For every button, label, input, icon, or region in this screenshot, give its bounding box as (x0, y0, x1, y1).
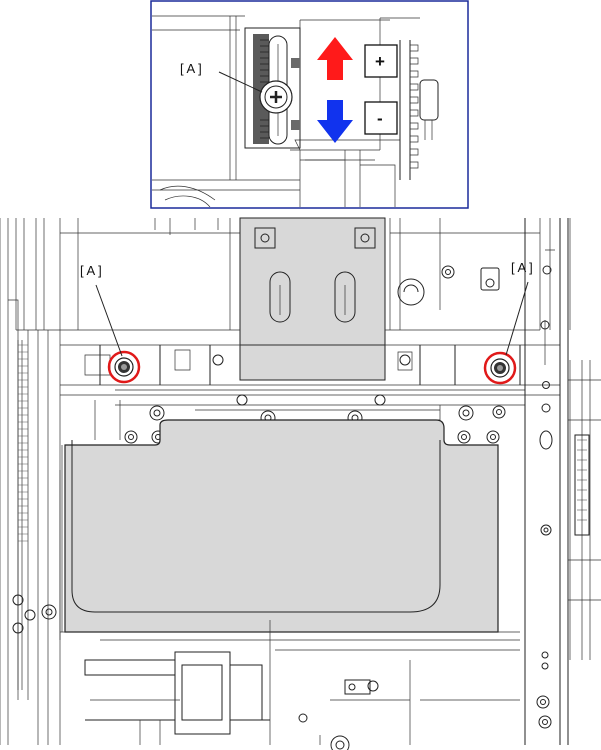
inset-detail: [ A ] + - (150, 0, 469, 209)
label-a-left: [ A ] (80, 263, 102, 278)
arrow-up-icon (317, 37, 353, 80)
plus-box (364, 44, 398, 78)
screw-a-right (483, 351, 517, 385)
slider-scale-dark (253, 34, 269, 144)
screw-a-inset (259, 80, 293, 114)
inset-mechanism-drawing: [ A ] + - (152, 15, 439, 207)
inset-label-a: [ A ] (180, 61, 202, 76)
gear-icon (399, 40, 439, 180)
screw-a-left (107, 350, 141, 384)
top-bracket (239, 217, 386, 381)
leader-left (95, 284, 123, 357)
inset-frame (150, 0, 469, 209)
main-assembly-drawing: [ A ] [ A ] (0, 217, 601, 750)
plus-label: + (375, 52, 385, 71)
lower-mechanism (84, 651, 520, 750)
minus-box (364, 101, 398, 135)
leader-right (505, 281, 529, 356)
arrow-down-icon (317, 100, 353, 143)
lower-cover (59, 419, 499, 640)
minus-label: - (377, 109, 383, 128)
label-a-right: [ A ] (511, 260, 533, 275)
left-gear-strip (18, 344, 28, 542)
right-rail (524, 218, 601, 745)
